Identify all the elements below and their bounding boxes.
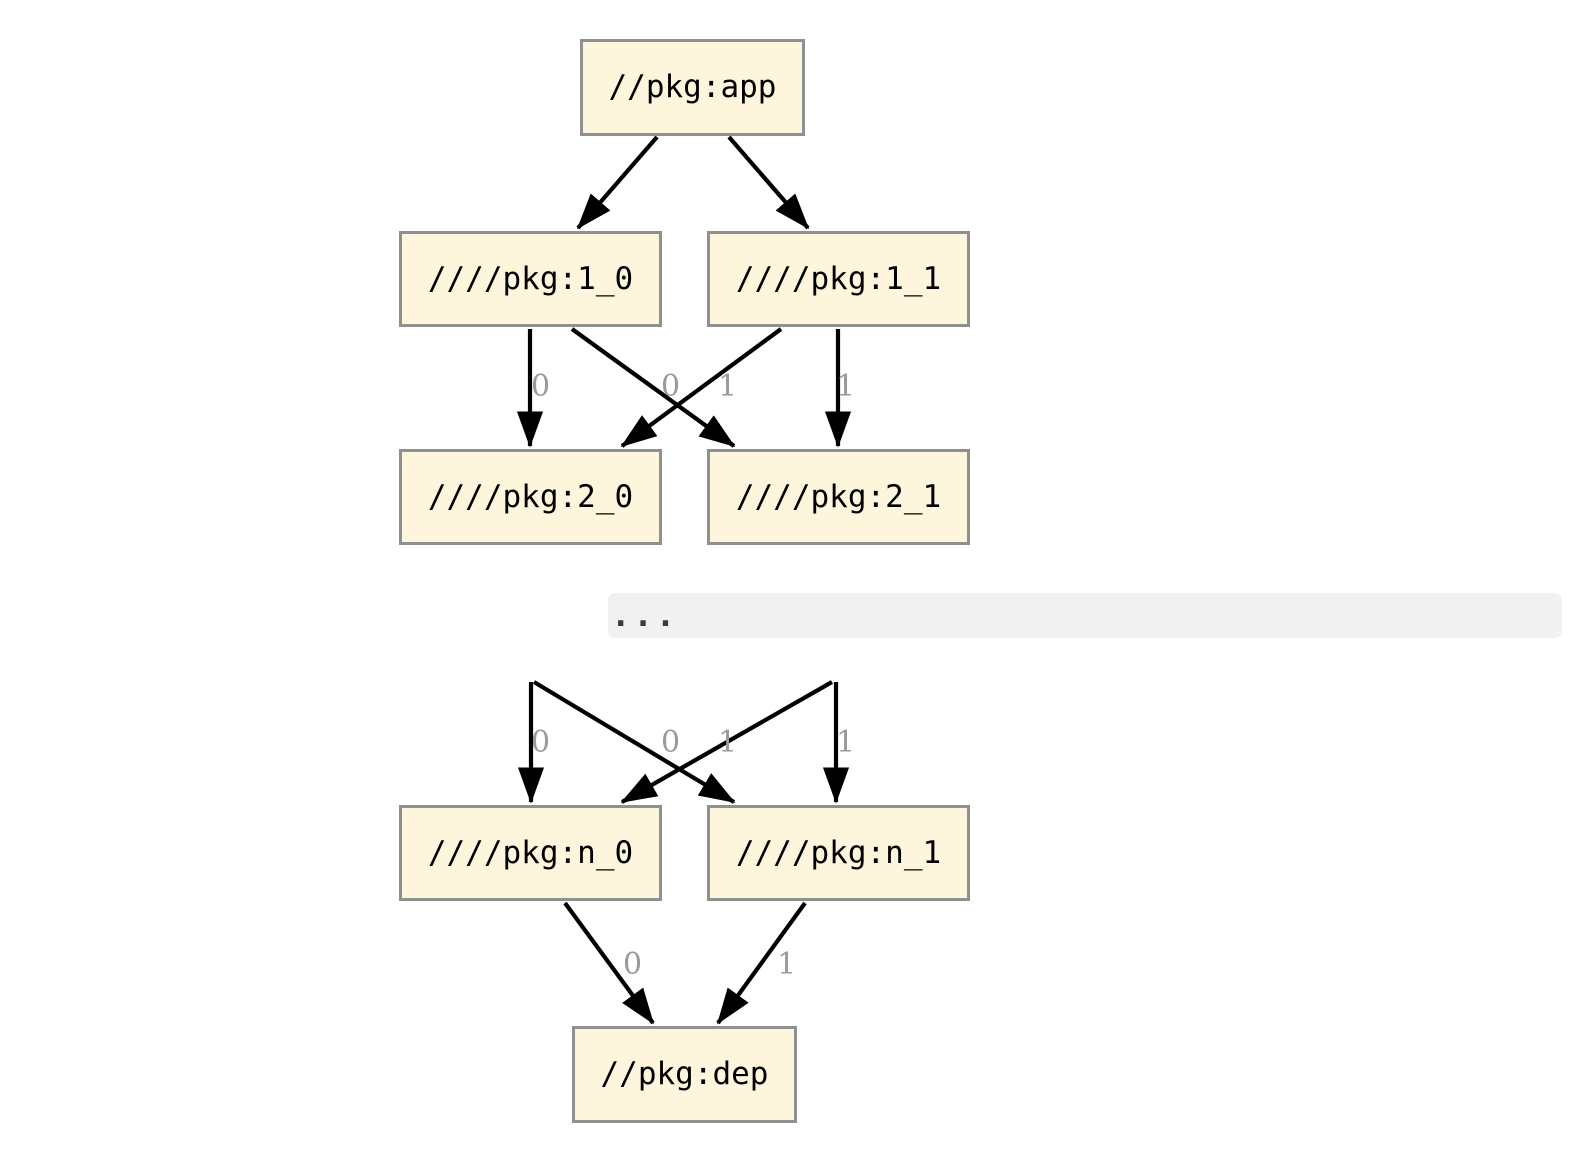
graph-edge (570, 327, 736, 448)
node-label: ////pkg:1_0 (427, 260, 634, 297)
node-pkg-1-1[interactable]: ////pkg:1_1 (707, 231, 970, 327)
node-label: //pkg:app (608, 69, 777, 105)
edge-label: 0 (531, 725, 551, 760)
truncation-ellipsis-band: ... (608, 593, 1562, 638)
edge-label: 1 (836, 725, 856, 760)
node-pkg-n-0[interactable]: ////pkg:n_0 (399, 805, 662, 901)
graph-edge (716, 901, 807, 1025)
node-label: ////pkg:1_1 (735, 260, 942, 297)
edge-label: 0 (661, 369, 681, 404)
node-pkg-1-0[interactable]: ////pkg:1_0 (399, 231, 662, 327)
edge-label: 0 (531, 369, 551, 404)
node-label: ////pkg:n_0 (427, 834, 634, 871)
graph-edge (727, 135, 810, 230)
edge-label: 1 (718, 369, 738, 404)
node-label: ////pkg:2_1 (735, 478, 942, 515)
graph-edge (576, 135, 659, 230)
node-label: ////pkg:n_1 (735, 834, 942, 871)
edge-label: 1 (777, 947, 797, 982)
graph-edge (620, 680, 834, 804)
edge-label: 1 (718, 725, 738, 760)
node-label: //pkg:dep (600, 1056, 769, 1092)
node-pkg-dep[interactable]: //pkg:dep (572, 1026, 797, 1123)
node-pkg-2-1[interactable]: ////pkg:2_1 (707, 449, 970, 545)
node-pkg-n-1[interactable]: ////pkg:n_1 (707, 805, 970, 901)
graph-edge (563, 901, 655, 1025)
ellipsis-text: ... (615, 599, 683, 634)
node-pkg-app[interactable]: //pkg:app (580, 39, 805, 136)
node-pkg-2-0[interactable]: ////pkg:2_0 (399, 449, 662, 545)
node-label: ////pkg:2_0 (427, 478, 634, 515)
graph-edge (620, 327, 783, 448)
edge-label: 0 (661, 725, 681, 760)
graph-edge (532, 680, 736, 804)
edge-label: 0 (623, 947, 643, 982)
edge-label: 1 (836, 369, 856, 404)
